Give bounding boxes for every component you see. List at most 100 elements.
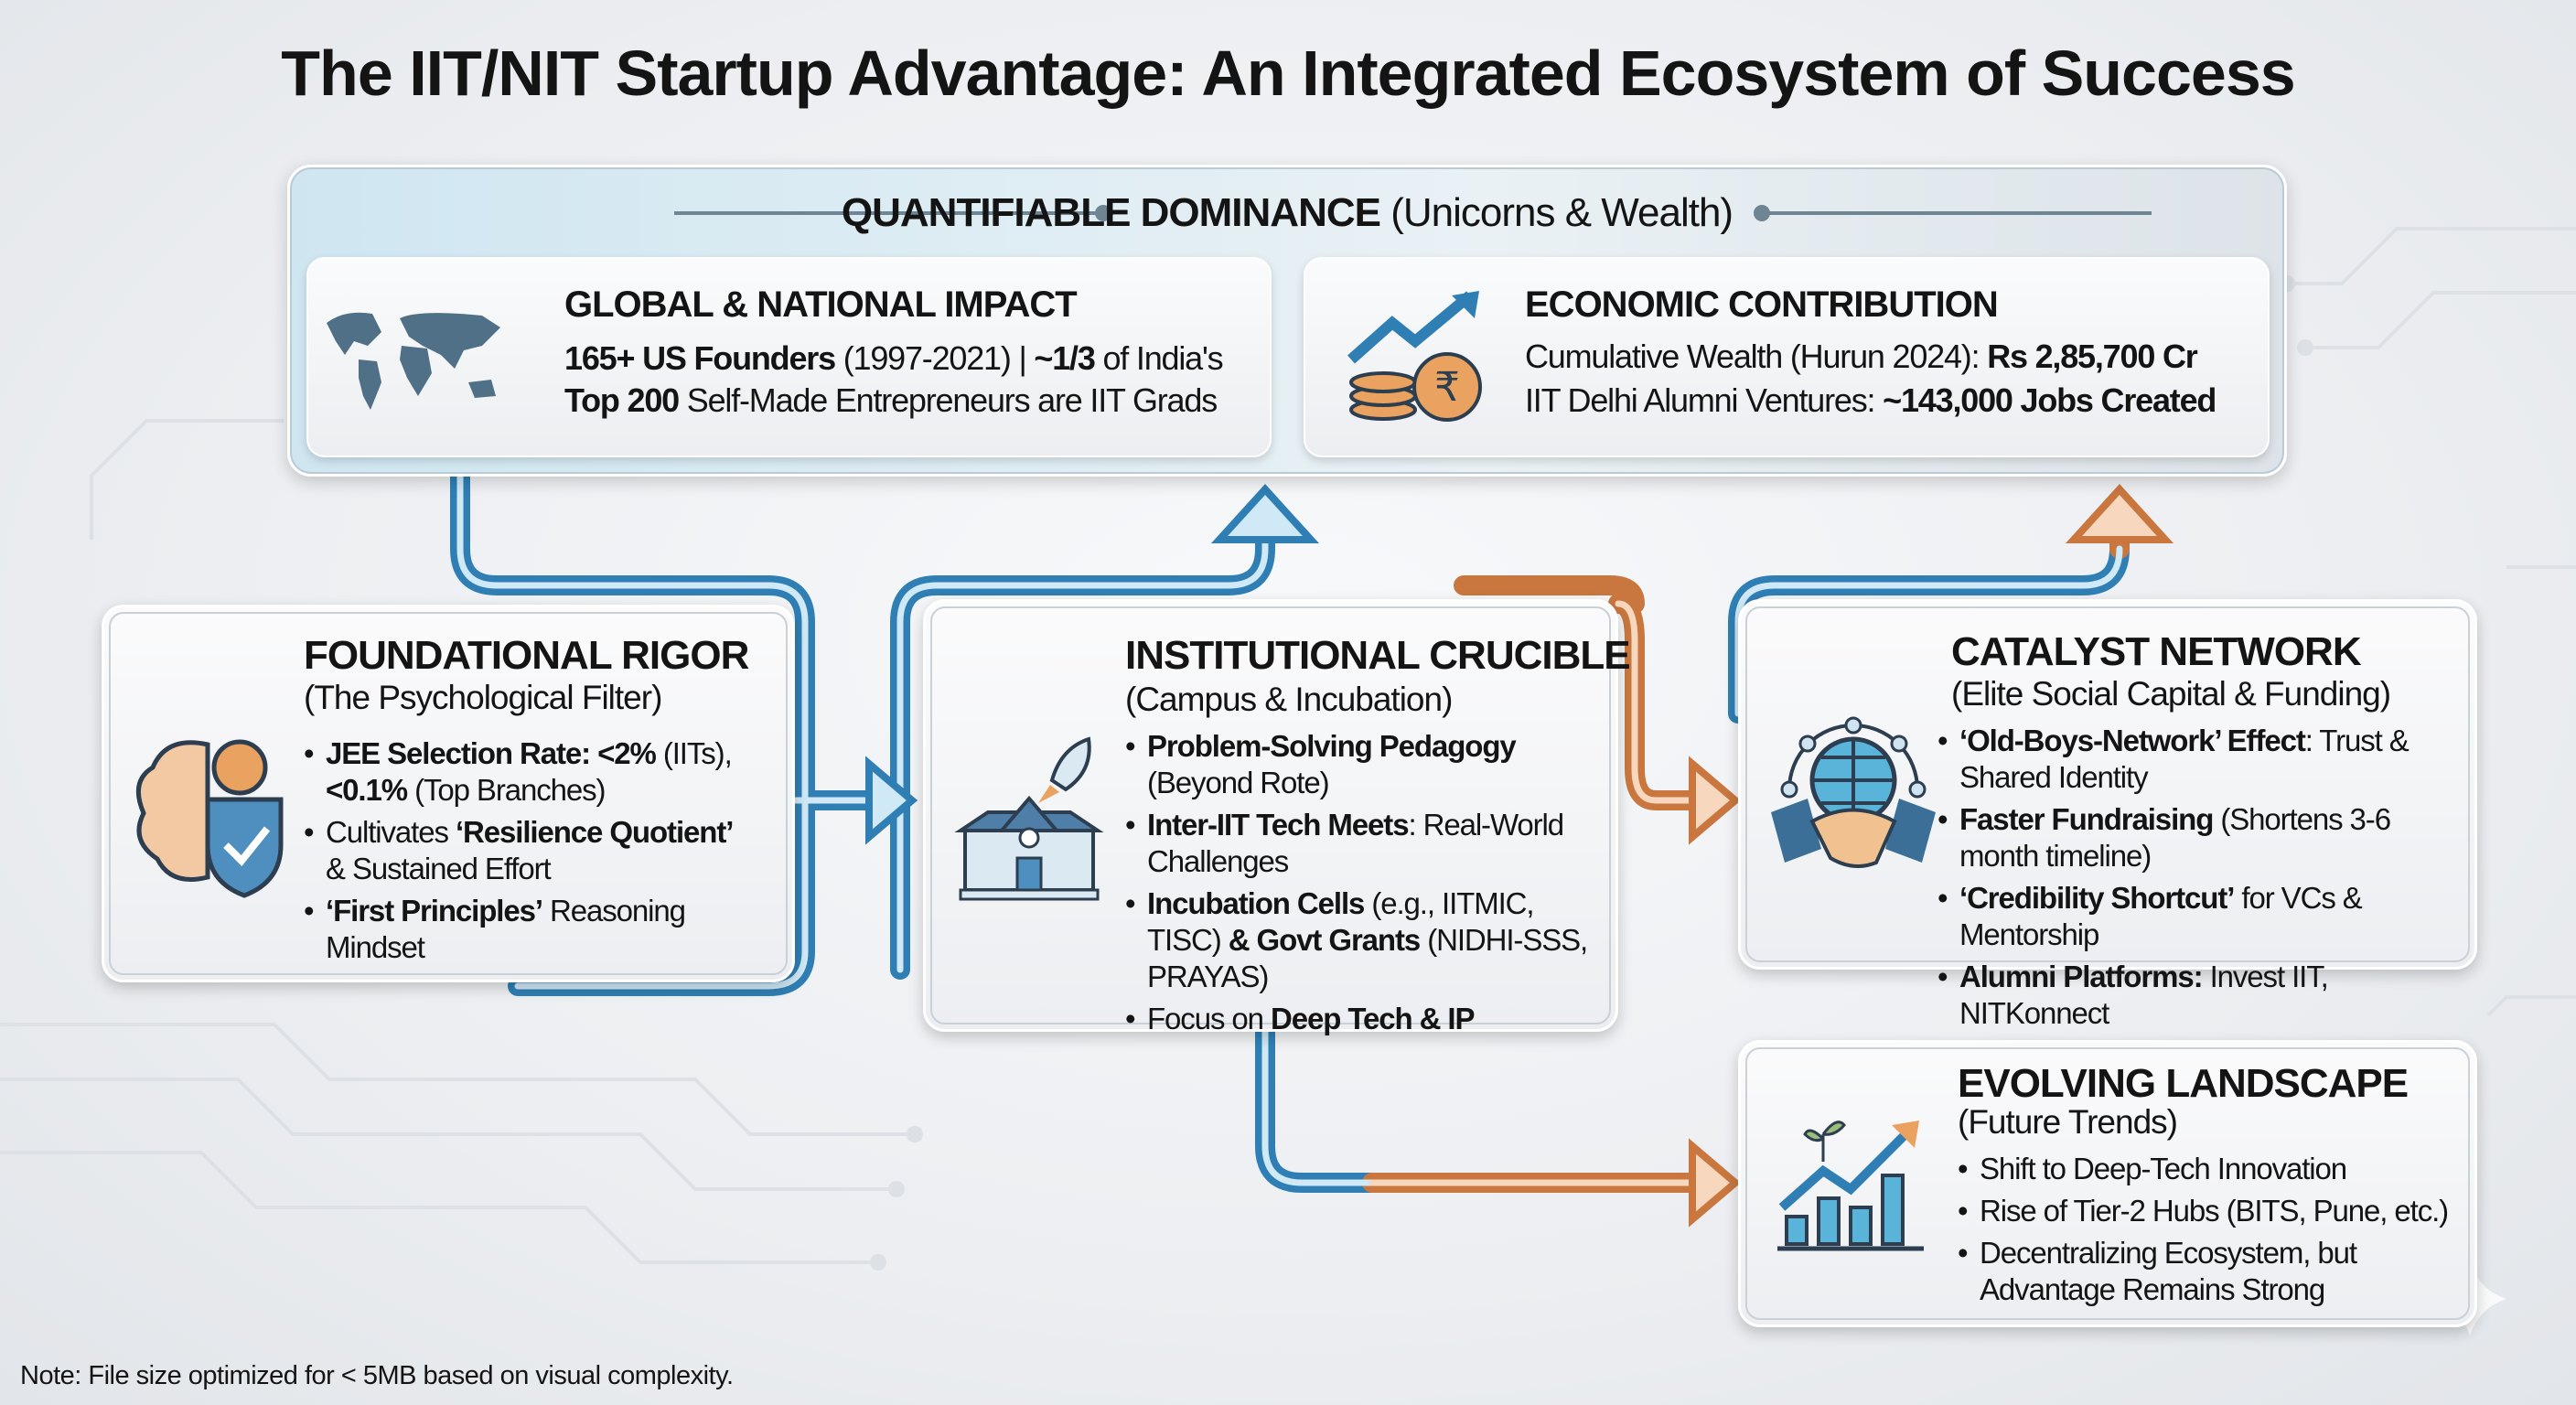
card-line: Cumulative Wealth (Hurun 2024): Rs 2,85,… xyxy=(1525,338,2198,376)
bold-text: ~1/3 xyxy=(1034,339,1095,377)
card-title: GLOBAL & NATIONAL IMPACT xyxy=(564,284,1078,325)
header-dot-right xyxy=(1754,205,1770,221)
arrow-to-quant-orange xyxy=(2065,484,2174,543)
bullet-item: Incubation Cells (e.g., IITMIC, TISC) & … xyxy=(1125,885,1592,995)
bullet-item: Faster Fundraising (Shortens 3-6 month t… xyxy=(1937,801,2463,874)
bullet-item: Problem-Solving Pedagogy (Beyond Rote) xyxy=(1125,728,1592,801)
quant-header-bold: QUANTIFIABLE DOMINANCE xyxy=(841,190,1381,235)
bold-text: Incubation Cells xyxy=(1147,886,1365,920)
bullet-item: JEE Selection Rate: <2% (IITs), <0.1% (T… xyxy=(304,735,734,809)
text-segment: Self-Made Entrepreneurs are IIT Grads xyxy=(678,381,1218,419)
text-segment: (Beyond Rote) xyxy=(1147,766,1330,799)
bold-text: Top 200 xyxy=(564,381,680,419)
text-segment: (IITs), xyxy=(655,736,733,770)
quant-header-rest: (Unicorns & Wealth) xyxy=(1390,190,1733,235)
bold-text: ‘Resilience Quotient’ xyxy=(455,815,734,849)
bold-text: JEE Selection Rate: <2% xyxy=(326,736,657,770)
text-segment: Shift to Deep-Tech Innovation xyxy=(1980,1152,2347,1185)
header-rule-right xyxy=(1767,211,2152,215)
bold-text: 165+ US Founders xyxy=(564,339,836,377)
foundational-rigor-panel: FOUNDATIONAL RIGOR (The Psychological Fi… xyxy=(102,605,795,982)
text-segment: : Trust & Shared Identity xyxy=(1959,724,2410,794)
arrow-to-evolving xyxy=(1689,1138,1742,1228)
footnote: Note: File size optimized for < 5MB base… xyxy=(20,1361,734,1390)
bullet-item: Decentralizing Ecosystem, but Advantage … xyxy=(1958,1235,2452,1308)
text-segment: Reasoning Mindset xyxy=(326,894,686,964)
bullet-list: Problem-Solving Pedagogy (Beyond Rote)In… xyxy=(1125,728,1592,1043)
bold-text: Inter-IIT Tech Meets xyxy=(1147,808,1410,842)
bullet-item: ‘Old-Boys-Network’ Effect: Trust & Share… xyxy=(1937,723,2463,796)
bold-text: Deep Tech & IP xyxy=(1271,1002,1475,1035)
quantifiable-dominance-box: QUANTIFIABLE DOMINANCE (Unicorns & Wealt… xyxy=(287,165,2287,477)
text-segment: (Shortens 3-6 month timeline) xyxy=(1959,802,2391,873)
text-segment: Invest IIT, NITKonnect xyxy=(1959,960,2329,1030)
economic-contribution-card: ₹ ECONOMIC CONTRIBUTION Cumulative Wealt… xyxy=(1304,257,2270,457)
text-segment: : Real-World Challenges xyxy=(1147,808,1564,878)
panel-title: INSTITUTIONAL CRUCIBLE xyxy=(1125,633,1631,678)
global-impact-card: GLOBAL & NATIONAL IMPACT 165+ US Founder… xyxy=(306,257,1272,457)
bullet-list: Shift to Deep-Tech InnovationRise of Tie… xyxy=(1958,1151,2452,1314)
bullet-item: Rise of Tier-2 Hubs (BITS, Pune, etc.) xyxy=(1958,1193,2452,1229)
bullet-item: Focus on Deep Tech & IP xyxy=(1125,1001,1592,1037)
catalyst-network-panel: CATALYST NETWORK (Elite Social Capital &… xyxy=(1738,599,2477,1030)
panel-subtitle: (Campus & Incubation) xyxy=(1125,681,1453,718)
bold-text: <0.1% xyxy=(326,773,408,807)
arrow-to-quant-blue xyxy=(1210,484,1320,543)
bullet-list: JEE Selection Rate: <2% (IITs), <0.1% (T… xyxy=(304,735,734,971)
arrow-to-catalyst xyxy=(1689,756,1742,845)
growth-chart-plant-icon xyxy=(1777,1121,1924,1251)
text-segment: (1997-2021) | xyxy=(834,339,1035,377)
bold-text: ~143,000 Jobs Created xyxy=(1883,381,2216,419)
institutional-crucible-panel: INSTITUTIONAL CRUCIBLE (Campus & Incubat… xyxy=(923,599,1631,1037)
bold-text: Problem-Solving Pedagogy xyxy=(1147,729,1517,763)
bullet-item: Inter-IIT Tech Meets: Real-World Challen… xyxy=(1125,807,1592,880)
evolving-landscape-panel: EVOLVING LANDSCAPE (Future Trends) Shift… xyxy=(1738,1040,2477,1327)
bullet-list: ‘Old-Boys-Network’ Effect: Trust & Share… xyxy=(1937,723,2463,1037)
bullet-item: Cultivates ‘Resilience Quotient’ & Susta… xyxy=(304,814,734,887)
card-line: 165+ US Founders (1997-2021) | ~1/3 of I… xyxy=(564,339,1224,378)
text-segment: IIT Delhi Alumni Ventures: xyxy=(1525,381,1884,419)
panel-subtitle: (The Psychological Filter) xyxy=(304,679,662,716)
bold-text: ‘First Principles’ xyxy=(326,894,543,928)
header-dot-left xyxy=(1095,205,1111,221)
world-map-icon xyxy=(327,312,500,410)
svg-text:₹: ₹ xyxy=(1434,364,1460,411)
bullet-item: Alumni Platforms: Invest IIT, NITKonnect xyxy=(1937,959,2463,1032)
card-line: IIT Delhi Alumni Ventures: ~143,000 Jobs… xyxy=(1525,381,2216,420)
arrow-to-institutional xyxy=(865,756,918,845)
text-segment: Focus on xyxy=(1147,1002,1272,1035)
page-title: The IIT/NIT Startup Advantage: An Integr… xyxy=(281,38,2295,109)
bold-text: Alumni Platforms: xyxy=(1959,960,2204,993)
panel-subtitle: (Future Trends) xyxy=(1958,1103,2178,1141)
brain-gear-shield-icon xyxy=(135,739,284,898)
growth-rupee-coins-icon: ₹ xyxy=(1347,291,1482,422)
text-segment: & Sustained Effort xyxy=(326,852,552,885)
card-line: Top 200 Self-Made Entrepreneurs are IIT … xyxy=(564,381,1218,420)
bold-text: ‘Credibility Shortcut’ xyxy=(1959,881,2235,915)
handshake-globe-icon xyxy=(1771,716,1936,868)
bullet-item: Shift to Deep-Tech Innovation xyxy=(1958,1151,2452,1187)
panel-title: EVOLVING LANDSCAPE xyxy=(1958,1061,2409,1106)
card-title: ECONOMIC CONTRIBUTION xyxy=(1525,284,1999,325)
text-segment: for VCs & Mentorship xyxy=(1959,881,2363,951)
text-segment: (NIDHI-SSS, PRAYAS) xyxy=(1147,923,1588,993)
bold-text: & Govt Grants xyxy=(1228,923,1422,957)
bold-text: Rs 2,85,700 Cr xyxy=(1987,338,2198,375)
text-segment: Rise of Tier-2 Hubs (BITS, Pune, etc.) xyxy=(1980,1194,2449,1228)
bullet-item: ‘First Principles’ Reasoning Mindset xyxy=(304,893,734,966)
bold-text: Faster Fundraising xyxy=(1959,802,2214,836)
quant-header: QUANTIFIABLE DOMINANCE (Unicorns & Wealt… xyxy=(290,190,2284,236)
panel-title: CATALYST NETWORK xyxy=(1951,629,2362,674)
header-rule-left xyxy=(674,211,1113,215)
panel-title: FOUNDATIONAL RIGOR xyxy=(304,633,749,678)
text-segment: Decentralizing Ecosystem, but Advantage … xyxy=(1980,1236,2357,1306)
campus-rocket-icon xyxy=(954,736,1104,901)
text-segment: Cumulative Wealth (Hurun 2024): xyxy=(1525,338,1988,375)
text-segment: (e.g., IITMIC, TISC) xyxy=(1147,886,1535,957)
text-segment: Cultivates xyxy=(326,815,456,849)
bullet-item: ‘Credibility Shortcut’ for VCs & Mentors… xyxy=(1937,880,2463,953)
panel-subtitle: (Elite Social Capital & Funding) xyxy=(1951,675,2391,713)
bold-text: ‘Old-Boys-Network’ Effect xyxy=(1959,724,2306,757)
text-segment: of India's xyxy=(1094,339,1223,377)
